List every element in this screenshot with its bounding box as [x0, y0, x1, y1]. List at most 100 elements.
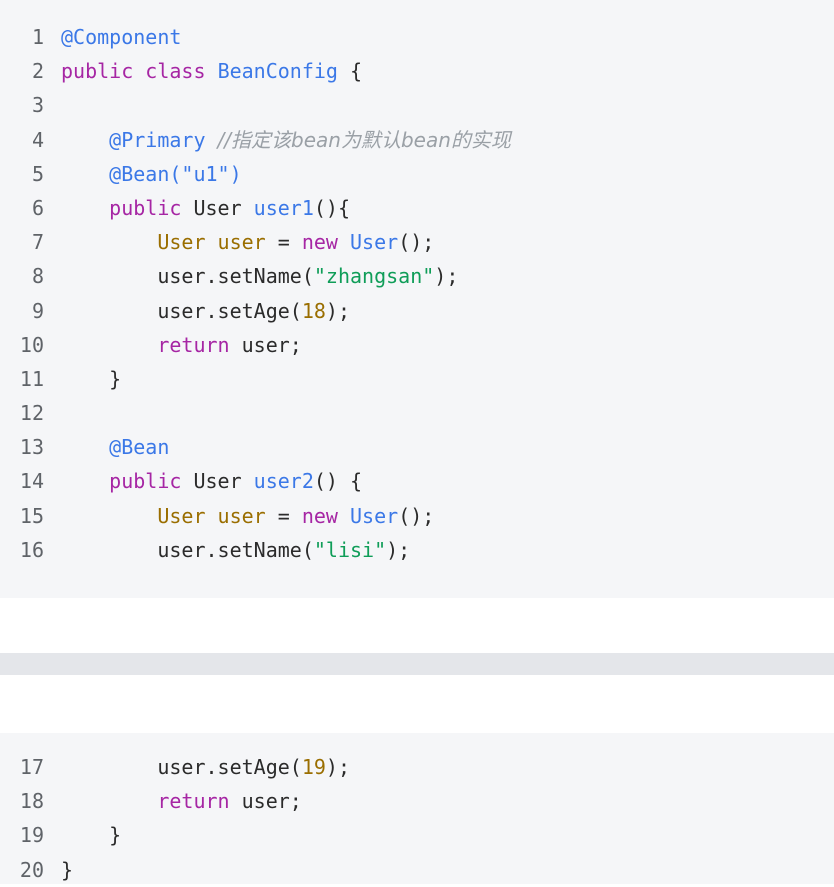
code-token: 19 [301, 755, 326, 779]
code-line: 7 User user = new User(); [0, 225, 834, 259]
line-number: 12 [19, 401, 44, 426]
line-number: 13 [19, 435, 44, 460]
code-token [133, 59, 145, 83]
code-token: ); [325, 298, 351, 323]
code-lines: 17 user.setAge(19);18 return user;19 }20… [0, 750, 834, 887]
code-line: 20} [0, 853, 834, 887]
code-line: 8 user.setName("zhangsan"); [0, 259, 834, 293]
code-line: 11 } [0, 362, 834, 396]
code-token: user.setName( [61, 264, 314, 289]
code-token: } [61, 366, 122, 391]
code-token [206, 504, 218, 528]
code-token: public [109, 195, 182, 220]
code-token: User [181, 195, 254, 220]
line-code: } [61, 362, 121, 396]
code-token: @Bean("u1") [109, 161, 242, 186]
code-token: user.setAge( [61, 755, 302, 779]
code-token [61, 789, 157, 813]
code-token [61, 333, 157, 357]
line-number: 9 [31, 298, 44, 323]
line-number: 6 [31, 195, 44, 220]
code-line: 10 return user; [0, 328, 834, 362]
line-code: public User user1(){ [61, 191, 350, 225]
code-token: @Primary [109, 127, 206, 152]
code-token: new [301, 230, 338, 255]
code-token [338, 230, 350, 254]
code-token: ); [434, 264, 459, 289]
page-gap [0, 598, 834, 653]
code-token: } [61, 857, 74, 882]
code-token: user; [229, 789, 302, 814]
page-gap [0, 675, 834, 733]
code-token [61, 196, 109, 220]
line-number: 1 [31, 25, 44, 49]
line-number: 8 [31, 264, 44, 289]
line-code: } [61, 853, 73, 887]
code-token [61, 128, 109, 152]
code-token [61, 162, 109, 186]
code-token: user.setName( [61, 537, 314, 562]
code-token: user; [229, 332, 302, 357]
code-line: 5 @Bean("u1") [0, 157, 834, 191]
line-number: 18 [19, 789, 44, 814]
code-token: BeanConfig [217, 59, 338, 84]
line-code: return user; [61, 784, 302, 818]
code-line: 12 [0, 396, 834, 430]
code-token [206, 230, 218, 254]
line-number: 19 [19, 823, 44, 848]
code-token: user [217, 230, 266, 255]
code-token: User [181, 469, 254, 494]
code-token: public [109, 469, 182, 494]
code-line: 16 user.setName("lisi"); [0, 533, 834, 567]
code-token: User [157, 230, 206, 255]
code-line: 4 @Primary //指定该bean为默认bean的实现 [0, 123, 834, 157]
line-code: user.setAge(19); [61, 750, 350, 784]
code-token [61, 230, 157, 254]
code-token: return [157, 332, 230, 357]
line-number: 5 [31, 161, 44, 186]
code-token [206, 128, 218, 152]
line-number: 14 [19, 469, 44, 494]
code-token: } [61, 823, 122, 848]
code-token: (); [398, 230, 435, 255]
line-code: User user = new User(); [61, 225, 434, 259]
line-code: user.setAge(18); [61, 294, 350, 328]
line-code: user.setName("lisi"); [61, 533, 410, 567]
code-line: 1 @Component [0, 20, 834, 54]
code-token: = [265, 230, 302, 255]
code-token: "zhangsan" [313, 264, 435, 289]
code-token: () { [313, 469, 363, 494]
code-line: 9 user.setAge(18); [0, 294, 834, 328]
code-token: user1 [253, 195, 314, 220]
code-token: { [337, 59, 363, 84]
code-token: User [157, 503, 206, 528]
line-code: user.setName("zhangsan"); [61, 259, 458, 293]
line-code: @Bean [61, 430, 169, 464]
code-token [61, 469, 109, 493]
line-code: return user; [61, 328, 302, 362]
line-number: 4 [31, 127, 44, 152]
code-token: User [350, 230, 399, 255]
code-token [338, 504, 350, 528]
code-line: 18 return user; [0, 784, 834, 818]
code-token [61, 504, 157, 528]
code-token: ); [325, 755, 351, 779]
line-number: 3 [31, 93, 44, 118]
code-token: @Component [61, 25, 182, 49]
code-token [61, 435, 109, 459]
code-block-bottom: 17 user.setAge(19);18 return user;19 }20… [0, 733, 834, 884]
code-token: user [217, 503, 266, 528]
code-token: = [265, 503, 302, 528]
line-code: @Primary //指定该bean为默认bean的实现 [61, 123, 511, 157]
code-token: new [301, 503, 338, 528]
code-line: 6 public User user1(){ [0, 191, 834, 225]
line-number: 15 [19, 503, 44, 528]
code-line: 17 user.setAge(19); [0, 750, 834, 784]
line-code: } [61, 818, 121, 852]
code-token: 18 [301, 298, 326, 323]
code-token: (){ [313, 195, 351, 220]
code-token: (); [398, 503, 435, 528]
line-number: 16 [19, 537, 44, 562]
